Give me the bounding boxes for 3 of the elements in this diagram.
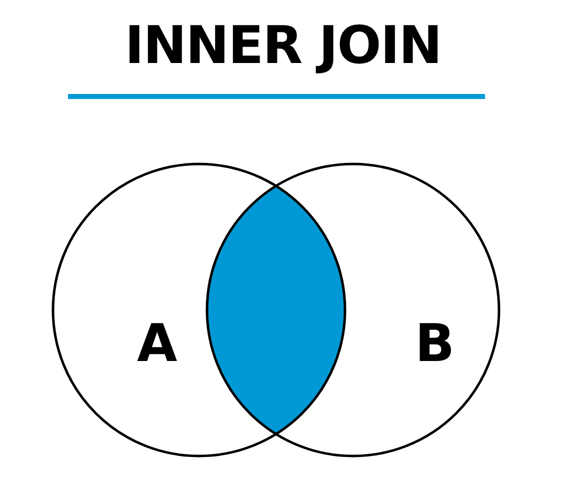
set-label: B — [415, 316, 455, 372]
set-label: A — [137, 316, 178, 372]
title: INNER JOIN — [124, 15, 442, 78]
